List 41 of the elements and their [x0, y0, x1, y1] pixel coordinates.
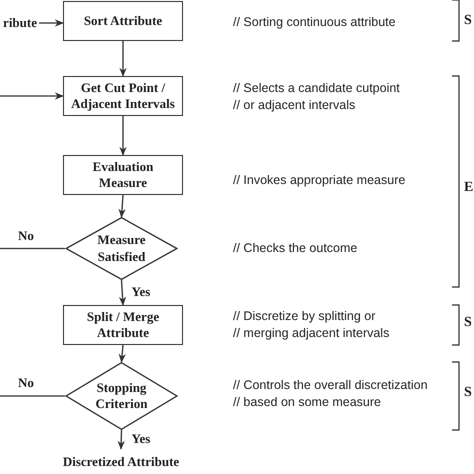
- edge-label: No: [18, 376, 34, 390]
- edge-label: Yes: [132, 284, 150, 298]
- edge-label: No: [18, 228, 34, 242]
- process-box: [63, 76, 183, 116]
- arrow: [118, 194, 126, 218]
- node-label: Get Cut Point / Adjacent Intervals: [70, 80, 176, 112]
- edge-label: Yes: [132, 432, 150, 446]
- comment-text: // Checks the outcome: [233, 240, 358, 257]
- process-box: [63, 305, 183, 345]
- comment-text: // Discretize by splitting or: [233, 308, 376, 325]
- comment-text: // or adjacent intervals: [233, 97, 356, 114]
- comment-text: // based on some measure: [233, 394, 381, 411]
- flow-text: Discretized Attribute: [62, 454, 180, 470]
- arrow: [39, 19, 64, 27]
- comment-text: // Controls the overall discretization: [233, 377, 428, 394]
- decision-diamond: [65, 362, 178, 430]
- node-label: Evaluation Measure: [92, 158, 154, 192]
- arrow: [0, 92, 64, 100]
- arrow: [118, 344, 126, 363]
- section-letter: S: [464, 385, 472, 401]
- node-label: Sort Attribute: [82, 12, 164, 30]
- flow-text: ribute: [3, 14, 37, 32]
- arrow: [119, 116, 127, 156]
- arrow: [118, 430, 125, 450]
- node-label: Measure Satisfied: [96, 232, 147, 265]
- section-letter: S: [464, 13, 472, 29]
- decision-diamond: [65, 217, 178, 280]
- process-box: [63, 1, 183, 41]
- connector-line: [0, 248, 65, 250]
- comment-text: // Sorting continuous attribute: [233, 14, 396, 31]
- comment-text: // Selects a candidate cutpoint: [233, 80, 400, 97]
- process-box: [63, 155, 183, 195]
- section-letter: S: [464, 315, 472, 331]
- comment-text: // Invokes appropriate measure: [233, 172, 406, 189]
- comment-text: // merging adjacent intervals: [233, 325, 390, 342]
- connector-line: [0, 395, 65, 397]
- node-label: Stopping Criterion: [94, 380, 148, 412]
- arrow: [118, 280, 126, 306]
- node-label: Split / Merge Attribute: [86, 308, 160, 342]
- section-letter: E: [464, 180, 474, 196]
- arrow: [119, 41, 127, 77]
